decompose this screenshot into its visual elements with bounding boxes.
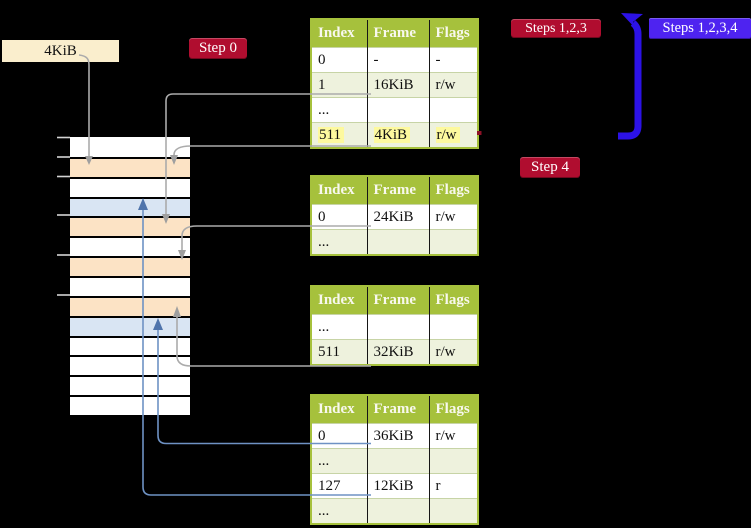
table-cell: 24KiB — [367, 204, 430, 230]
table-cell — [429, 97, 478, 123]
table-cell: 32KiB — [367, 339, 430, 365]
column-header: Frame — [367, 176, 430, 205]
table-cell — [367, 314, 430, 340]
column-header: Flags — [429, 286, 478, 315]
column-header: Index — [311, 176, 368, 205]
column-header: Flags — [429, 395, 478, 424]
table-row: 0-- — [311, 47, 478, 73]
memory-row-blue — [70, 196, 190, 217]
column-header: Flags — [429, 19, 478, 48]
loop-arrowhead-icon — [621, 13, 643, 30]
table-row: ... — [311, 314, 478, 340]
table-row: 511 4KiB r/w — [311, 122, 478, 148]
memory-row-white — [70, 176, 190, 197]
table-cell: 12KiB — [367, 473, 430, 499]
table-cell — [367, 97, 430, 123]
table-cell: r/w — [429, 339, 478, 365]
memory-row-orange — [70, 216, 190, 237]
memory-row-blue — [70, 315, 190, 336]
column-header: Index — [311, 395, 368, 424]
address-ticks — [57, 136, 70, 296]
table-cell: - — [367, 47, 430, 73]
memory-row-white — [70, 236, 190, 257]
table-cell: 36KiB — [367, 423, 430, 449]
column-header: Index — [311, 286, 368, 315]
memory-row-white — [70, 137, 190, 157]
column-header: Frame — [367, 395, 430, 424]
table-row: ... — [311, 498, 478, 524]
table-cell: ... — [311, 314, 368, 340]
table-row: ... — [311, 448, 478, 474]
table-cell — [367, 229, 430, 255]
table-cell: 1 — [311, 72, 368, 98]
table-cell: ... — [311, 97, 368, 123]
table-cell: ... — [311, 498, 368, 524]
table-cell — [367, 498, 430, 524]
step4-badge: Step 4 — [520, 157, 580, 178]
highlighted-value: 4KiB — [373, 126, 411, 143]
table-cell: 511 — [311, 122, 368, 148]
table-cell: r/w — [429, 122, 478, 148]
table-cell: r/w — [429, 423, 478, 449]
table-cell: 511 — [311, 339, 368, 365]
steps123-badge: Steps 1,2,3 — [511, 19, 601, 38]
memory-row-white — [70, 335, 190, 356]
table-row: ... — [311, 97, 478, 123]
table-cell: 4KiB — [367, 122, 430, 148]
memory-row-white — [70, 375, 190, 396]
memory-row-orange — [70, 256, 190, 276]
table-cell: ... — [311, 229, 368, 255]
column-header: Index — [311, 19, 368, 48]
table-cell — [429, 448, 478, 474]
table-cell: ... — [311, 448, 368, 474]
table-cell: r/w — [429, 204, 478, 230]
table-cell: 0 — [311, 204, 368, 230]
steps1234-badge: Steps 1,2,3,4 — [649, 18, 751, 39]
table-row: ... — [311, 229, 478, 255]
table-cell: - — [429, 47, 478, 73]
loop-arrow — [618, 20, 642, 140]
page-size-label: 4KiB — [2, 40, 119, 62]
memory-row-orange — [70, 295, 190, 316]
memory-row-white — [70, 355, 190, 376]
column-header: Frame — [367, 286, 430, 315]
table-cell — [429, 498, 478, 524]
highlighted-value: r/w — [435, 126, 460, 143]
memory-row-white — [70, 276, 190, 296]
table-cell: r/w — [429, 72, 478, 98]
memory-row-white — [70, 395, 190, 415]
table-cell: r — [429, 473, 478, 499]
table-cell — [429, 314, 478, 340]
column-header: Frame — [367, 19, 430, 48]
table-cell: 127 — [311, 473, 368, 499]
memory-row-orange — [70, 156, 190, 177]
table-cell: 0 — [311, 423, 368, 449]
table-cell: 16KiB — [367, 72, 430, 98]
highlighted-value: 511 — [318, 126, 344, 143]
table-cell — [367, 448, 430, 474]
column-header: Flags — [429, 176, 478, 205]
table-cell: 0 — [311, 47, 368, 73]
step0-badge: Step 0 — [189, 38, 247, 59]
table-cell — [429, 229, 478, 255]
physical-memory-column — [70, 137, 190, 415]
